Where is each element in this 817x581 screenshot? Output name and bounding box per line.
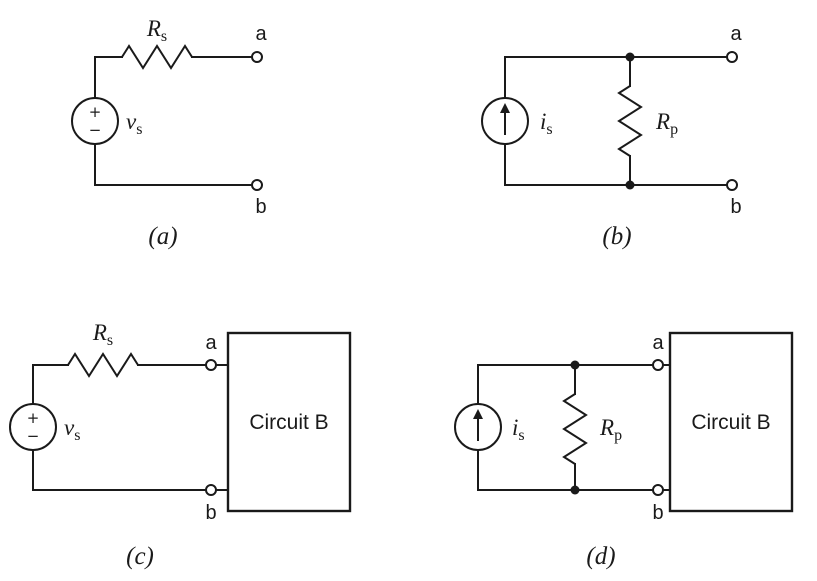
terminal-b-label: b bbox=[255, 196, 266, 218]
junction-dot-top bbox=[570, 360, 580, 370]
source-label: vs bbox=[126, 109, 142, 138]
panel-a: + − Rs vs a b (a) bbox=[71, 16, 267, 250]
panel-caption: (b) bbox=[602, 223, 631, 250]
current-arrow-head bbox=[500, 103, 510, 113]
source-label: vs bbox=[64, 415, 80, 444]
panel-caption: (c) bbox=[126, 543, 154, 570]
terminal-b-circle bbox=[652, 484, 664, 496]
circuit-b-label: Circuit B bbox=[691, 411, 770, 434]
resistor-label: Rp bbox=[599, 415, 622, 444]
circuit-b-label: Circuit B bbox=[249, 411, 328, 434]
junction-dot-bottom bbox=[625, 180, 635, 190]
terminal-a-circle bbox=[652, 359, 664, 371]
panel-caption: (a) bbox=[148, 223, 177, 250]
terminal-a-circle bbox=[251, 51, 263, 63]
resistor-label: Rs bbox=[146, 16, 167, 45]
resistor-label: Rp bbox=[655, 109, 678, 138]
resistor-symbol bbox=[67, 352, 139, 378]
terminal-a-circle bbox=[205, 359, 217, 371]
circuit-b-box bbox=[668, 331, 794, 513]
panel-caption: (d) bbox=[586, 543, 615, 570]
terminal-a-label: a bbox=[652, 332, 664, 354]
junction-dot-bottom bbox=[570, 485, 580, 495]
current-arrow-head bbox=[473, 409, 483, 419]
minus-sign: − bbox=[27, 427, 40, 445]
panel-d: Circuit B is Rp a b (d) bbox=[454, 331, 794, 570]
circuit-b-box bbox=[226, 331, 352, 513]
plus-sign: + bbox=[89, 103, 102, 121]
resistor-symbol bbox=[562, 393, 588, 465]
terminal-b-label: b bbox=[730, 196, 741, 218]
terminal-b-label: b bbox=[652, 502, 663, 524]
resistor-symbol bbox=[617, 85, 643, 157]
panel-c: + − Circuit B Rs vs a b (c) bbox=[9, 320, 352, 570]
source-label: is bbox=[512, 415, 525, 444]
minus-sign: − bbox=[89, 121, 102, 139]
terminal-b-label: b bbox=[205, 502, 216, 524]
panel-b: is Rp a b (b) bbox=[481, 23, 742, 250]
terminal-b-circle bbox=[205, 484, 217, 496]
plus-sign: + bbox=[27, 409, 40, 427]
terminal-a-label: a bbox=[205, 332, 217, 354]
source-label: is bbox=[540, 109, 553, 138]
terminal-a-circle bbox=[726, 51, 738, 63]
resistor-symbol bbox=[121, 44, 193, 70]
terminal-a-label: a bbox=[255, 23, 267, 45]
terminal-b-circle bbox=[251, 179, 263, 191]
terminal-a-label: a bbox=[730, 23, 742, 45]
junction-dot-top bbox=[625, 52, 635, 62]
terminal-b-circle bbox=[726, 179, 738, 191]
resistor-label: Rs bbox=[92, 320, 113, 349]
